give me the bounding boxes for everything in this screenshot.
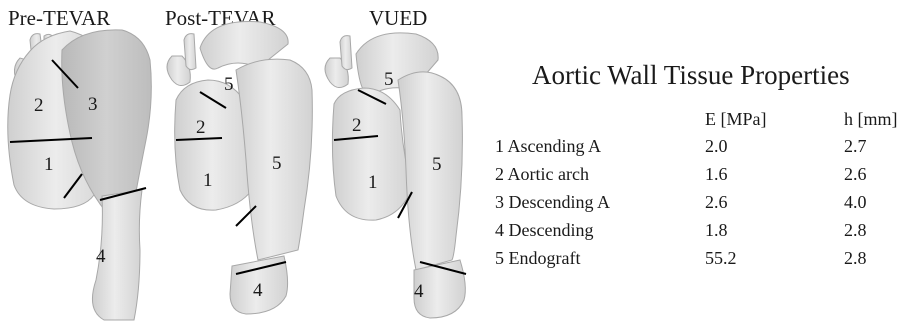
pre-tevar-aorta bbox=[8, 30, 152, 320]
row-name: 3 Descending A bbox=[495, 192, 610, 213]
row-e-value: 1.8 bbox=[705, 220, 728, 241]
post-tevar-aorta bbox=[167, 22, 312, 314]
header-e-mpa: E [MPa] bbox=[705, 109, 767, 130]
segment-label: 2 bbox=[196, 117, 206, 138]
aorta-models-figure: 2 3 1 4 5 2 1 5 4 5 2 bbox=[0, 0, 490, 330]
segment-label: 5 bbox=[384, 69, 394, 90]
row-name: 1 Ascending A bbox=[495, 136, 601, 157]
row-h-value: 2.8 bbox=[844, 220, 867, 241]
branch-vessel bbox=[340, 36, 352, 70]
segment-label: 5 bbox=[224, 74, 234, 95]
vued-aorta bbox=[325, 33, 466, 318]
segment-label: 2 bbox=[34, 95, 44, 116]
row-h-value: 2.6 bbox=[844, 164, 867, 185]
endograft-segment bbox=[398, 72, 462, 270]
header-h-mm: h [mm] bbox=[844, 109, 898, 130]
table-title: Aortic Wall Tissue Properties bbox=[532, 60, 850, 91]
row-name: 5 Endograft bbox=[495, 248, 580, 269]
row-e-value: 1.6 bbox=[705, 164, 728, 185]
row-e-value: 2.6 bbox=[705, 192, 728, 213]
ascending-segment bbox=[332, 88, 412, 220]
row-h-value: 2.8 bbox=[844, 248, 867, 269]
branch-vessel bbox=[184, 34, 196, 70]
segment-label: 5 bbox=[432, 154, 442, 175]
segment-label: 1 bbox=[44, 154, 54, 175]
segment-label: 5 bbox=[272, 153, 282, 174]
segment-label: 4 bbox=[253, 280, 263, 301]
row-h-value: 4.0 bbox=[844, 192, 867, 213]
row-e-value: 55.2 bbox=[705, 248, 737, 269]
segment-label: 1 bbox=[203, 170, 213, 191]
row-name: 2 Aortic arch bbox=[495, 164, 589, 185]
segment-label: 3 bbox=[88, 94, 98, 115]
row-name: 4 Descending bbox=[495, 220, 593, 241]
segment-label: 1 bbox=[368, 172, 378, 193]
row-e-value: 2.0 bbox=[705, 136, 728, 157]
segment-label: 4 bbox=[414, 281, 424, 302]
segment-label: 4 bbox=[96, 246, 106, 267]
segment-label: 2 bbox=[352, 115, 362, 136]
row-h-value: 2.7 bbox=[844, 136, 867, 157]
